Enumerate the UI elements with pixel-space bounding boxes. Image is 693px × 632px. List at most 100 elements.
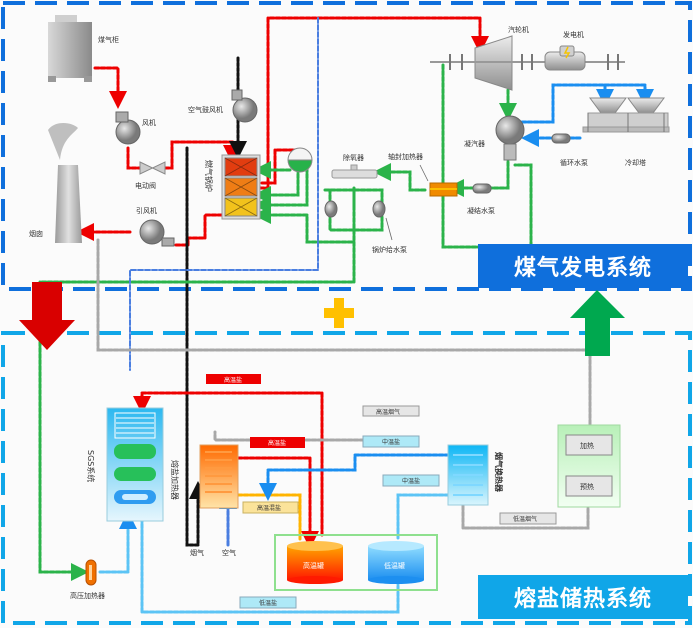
flue-gas-in-label: 烟气 — [190, 548, 204, 557]
tag-hot-salt-top: 高温盐 — [224, 376, 242, 384]
pipe-low-flue — [461, 498, 590, 530]
sgs-unit — [106, 407, 164, 522]
pipe-hp-heater-to-sgs — [98, 511, 137, 574]
tag-hot-flue-bg — [362, 405, 420, 417]
boiler-label: 燃气锅炉 — [204, 160, 214, 192]
boiler — [221, 154, 261, 220]
pipe-fan-to-valve — [126, 146, 142, 170]
gas-power-system-border — [1, 1, 692, 291]
storage-tanks-frame — [274, 534, 438, 591]
preheat-box — [565, 475, 613, 497]
fan-label: 风机 — [142, 118, 156, 127]
pipe-gas-holder-to-fan — [93, 66, 127, 109]
cold-tank-icon — [368, 541, 424, 584]
air-in-label: 空气 — [222, 548, 236, 557]
pipe-deaerator-down — [38, 186, 356, 284]
pipe-gray-flue — [96, 238, 592, 437]
tag-mid-salt-2: 中温盐 — [402, 477, 420, 485]
circulating-pump-icon — [551, 133, 571, 144]
heating-label: 加热 — [580, 441, 594, 450]
gas-holder — [48, 15, 92, 82]
cold-tank-label: 低温罐 — [384, 561, 405, 570]
condensate-pump-label: 凝结水泵 — [467, 206, 495, 215]
pipe-hot-mixed — [236, 493, 302, 542]
molten-salt-system-title: 熔盐储热系统 — [478, 575, 688, 619]
pipe-drum-red — [260, 148, 302, 185]
flue-heat-label: 熔盐加热器 — [170, 460, 180, 500]
down-arrow-icon — [19, 282, 75, 350]
deaerator-label: 除氧器 — [343, 153, 364, 162]
tag-low-salt: 低温盐 — [259, 599, 277, 607]
cooling-tower-icon — [582, 97, 670, 133]
condensate-pump-icon — [472, 183, 492, 194]
tag-low-salt-bg — [239, 596, 297, 609]
flue-heat-exchanger-unit — [447, 444, 489, 506]
feed-pump-label: 锅炉给水泵 — [372, 245, 407, 254]
turbine-icon — [430, 35, 625, 91]
pipe-shaft-heater-to-deaerator — [373, 163, 427, 192]
generator-icon — [544, 45, 586, 71]
tag-mid-salt-1: 中温盐 — [382, 438, 400, 446]
pipe-condenser-to-tower — [520, 83, 654, 124]
air-blower-icon — [231, 89, 258, 123]
pipe-sgs-to-hp-heater — [38, 280, 89, 581]
tag-hot-mixed-salt: 高温混盐 — [257, 504, 281, 512]
steam-drum-icon — [287, 147, 313, 173]
pipe-cold-tank-to-sgs — [140, 518, 400, 614]
feed-pump-icons — [324, 200, 393, 241]
air-blower-label: 空气鼓风机 — [188, 105, 223, 114]
shaft-seal-heater-icon — [419, 164, 458, 197]
gas-power-system-title: 煤气发电系统 — [478, 244, 688, 288]
cooling-tower-label: 冷却塔 — [625, 158, 646, 167]
control-valve-icon — [139, 161, 166, 175]
turbine-label: 汽轮机 — [508, 25, 529, 34]
shaft-seal-heater-label: 轴封加热器 — [388, 152, 423, 161]
flue-heat-exchanger-label: 烟气换热器 — [494, 452, 504, 493]
condenser-label: 凝汽器 — [464, 139, 485, 148]
hp-heater-label: 高压加热器 — [70, 591, 105, 600]
sgs-label: SGS系统 — [86, 450, 96, 482]
pipe-condensate-to-heater — [446, 148, 510, 197]
pipe-salt-heater-to-hot-tank — [236, 456, 319, 549]
tag-low-flue: 低温烟气 — [513, 515, 537, 523]
control-valve-label: 电动阀 — [135, 181, 156, 190]
pipe-blue-vertical — [129, 17, 319, 371]
heating-box — [565, 434, 613, 456]
hot-tank-icon — [287, 541, 343, 584]
pipe-flue-hx-mid-salt — [259, 453, 457, 501]
tag-hot-mixed-salt-bg — [242, 501, 299, 514]
tag-low-flue-bg — [499, 512, 557, 525]
induced-fan-label: 引风机 — [136, 206, 157, 215]
hp-heater-icon — [85, 559, 97, 586]
tag-hot-salt-top-bg — [206, 374, 261, 384]
induced-fan-icon — [139, 219, 175, 247]
tag-hot-flue: 高温烟气 — [376, 408, 400, 416]
gas-holder-label: 煤气柜 — [98, 35, 119, 44]
up-arrow-icon — [570, 290, 625, 356]
pipe-drum-green-2 — [253, 166, 300, 204]
pipe-drum-green-3 — [253, 166, 309, 214]
pipe-loop-return — [441, 163, 533, 249]
pipe-flue-hx-to-cold — [396, 493, 457, 542]
chimney-icon — [48, 123, 82, 243]
circulating-pump-label: 循环水泵 — [560, 158, 588, 167]
tag-hot-salt-mid-bg — [250, 437, 305, 448]
preheat-label: 预热 — [580, 482, 594, 491]
chimney-label: 烟囱 — [29, 229, 43, 238]
tag-mid-salt-2-bg — [382, 474, 440, 487]
deaerator-icon — [331, 164, 378, 179]
salt-heater-unit — [199, 444, 239, 509]
pipe-flue-vertical — [185, 146, 207, 547]
pipe-gray-to-salt-heater — [213, 430, 420, 442]
tag-hot-salt-mid: 高温盐 — [268, 439, 286, 447]
tag-mid-salt-1-bg — [362, 435, 420, 448]
pipe-feed-to-boiler — [253, 206, 354, 244]
pipe-boiler-to-induced-fan — [173, 213, 224, 247]
fan-icon — [115, 111, 141, 145]
molten-salt-system-border — [1, 331, 692, 625]
plus-icon — [324, 298, 354, 328]
hot-tank-label: 高温罐 — [303, 561, 324, 570]
condenser-icon — [495, 115, 525, 161]
